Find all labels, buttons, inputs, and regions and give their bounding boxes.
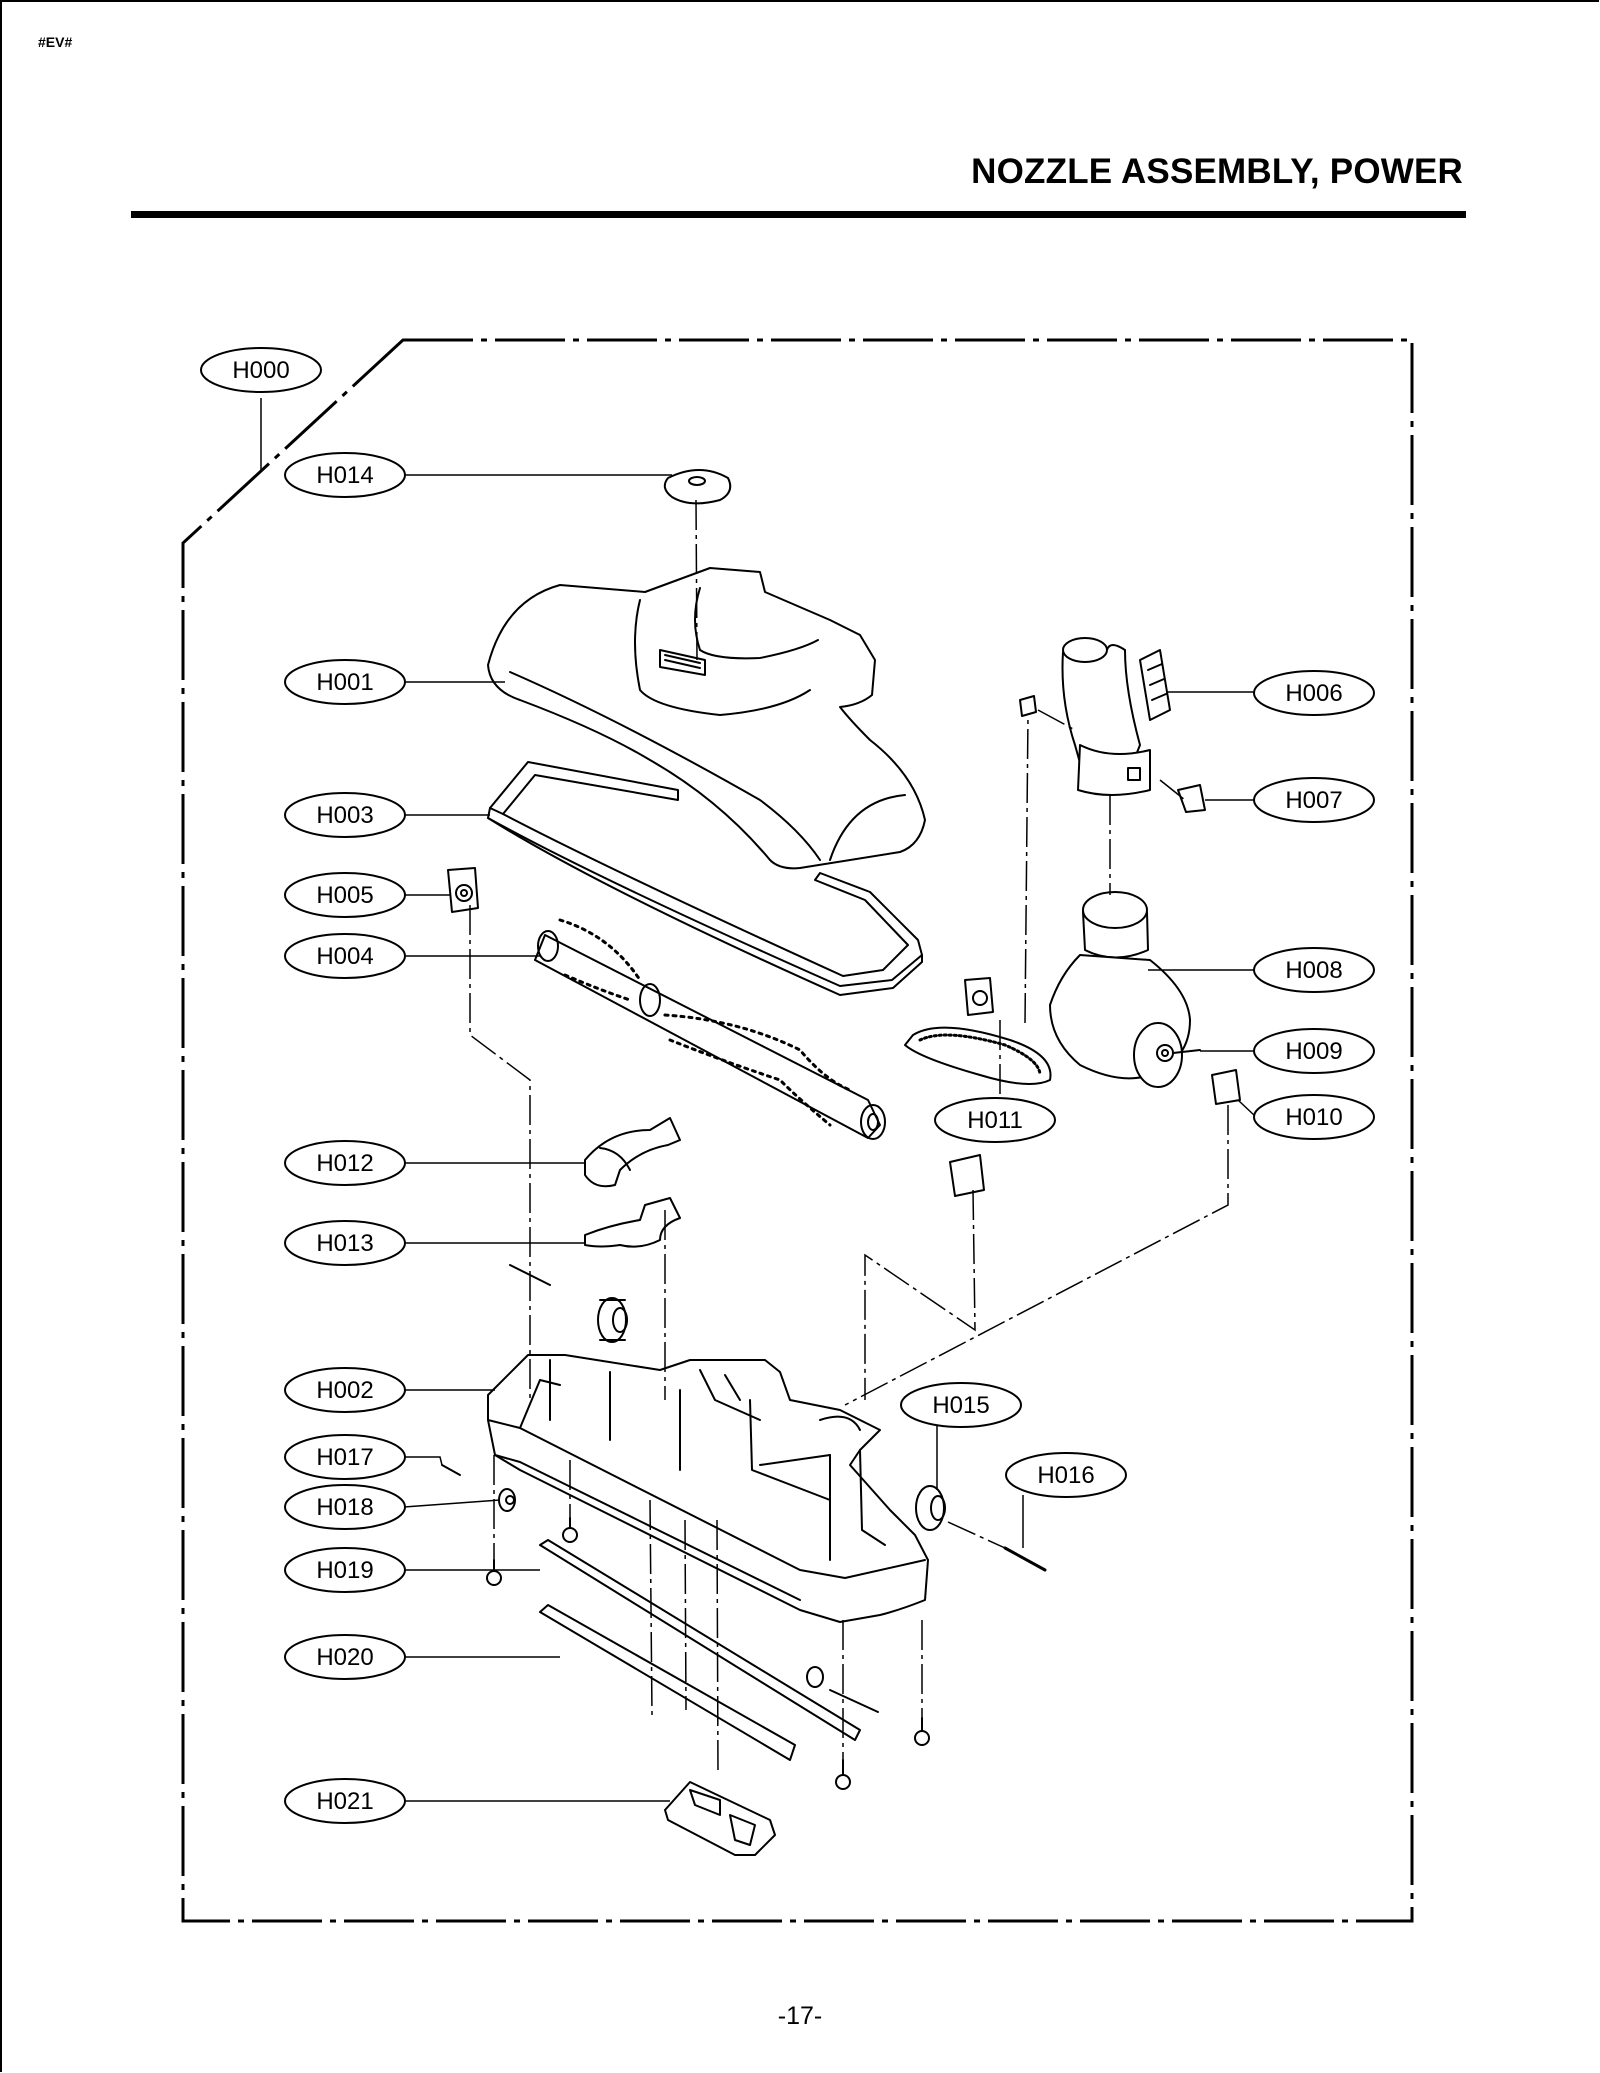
callout-h008: H008 bbox=[1253, 947, 1375, 993]
document-code: #EV# bbox=[38, 34, 73, 50]
assembly-boundary bbox=[181, 338, 1414, 1923]
svg-text:H017: H017 bbox=[316, 1444, 373, 1471]
svg-text:H002: H002 bbox=[316, 1377, 373, 1404]
svg-text:H020: H020 bbox=[316, 1644, 373, 1671]
svg-text:H018: H018 bbox=[316, 1494, 373, 1521]
title-rule bbox=[131, 211, 1466, 218]
part-screws bbox=[486, 1517, 930, 1790]
svg-text:H011: H011 bbox=[967, 1107, 1023, 1134]
page-number: -17- bbox=[777, 2002, 823, 2030]
callout-h000: H000 bbox=[200, 347, 322, 393]
part-h004-agitator bbox=[534, 918, 886, 1140]
svg-text:H013: H013 bbox=[316, 1230, 373, 1257]
callout-h009: H009 bbox=[1253, 1028, 1375, 1074]
svg-text:H004: H004 bbox=[316, 943, 373, 970]
part-h001-upper-cover bbox=[487, 567, 926, 870]
part-h006-swivel-neck bbox=[1019, 637, 1171, 796]
part-h016-pin bbox=[1003, 1546, 1047, 1572]
callout-h004: H004 bbox=[284, 933, 406, 979]
callout-h014: H014 bbox=[284, 452, 406, 498]
svg-text:H000: H000 bbox=[232, 357, 289, 384]
part-h005-holder bbox=[447, 867, 479, 913]
svg-text:H007: H007 bbox=[1285, 787, 1342, 814]
callout-h021: H021 bbox=[284, 1778, 406, 1824]
part-h011-belt bbox=[904, 977, 1052, 1085]
svg-text:H012: H012 bbox=[316, 1150, 373, 1177]
page-title: NOZZLE ASSEMBLY, POWER bbox=[971, 152, 1463, 191]
svg-text:H006: H006 bbox=[1285, 680, 1342, 707]
part-h010-pad bbox=[1211, 1069, 1241, 1105]
part-h020-blade bbox=[539, 1604, 796, 1761]
callout-h013: H013 bbox=[284, 1220, 406, 1266]
callout-h007: H007 bbox=[1253, 777, 1375, 823]
part-h013-cover bbox=[584, 1197, 681, 1248]
svg-text:H010: H010 bbox=[1285, 1104, 1342, 1131]
callout-h001: H001 bbox=[284, 659, 406, 705]
svg-text:H003: H003 bbox=[316, 802, 373, 829]
callout-h005: H005 bbox=[284, 872, 406, 918]
part-h002-base bbox=[487, 1354, 929, 1623]
part-h007-clip bbox=[1177, 784, 1206, 813]
part-h003-gasket bbox=[487, 761, 923, 996]
callout-h011: H011 bbox=[934, 1097, 1056, 1143]
svg-text:H014: H014 bbox=[316, 462, 373, 489]
svg-text:H016: H016 bbox=[1037, 1462, 1094, 1489]
part-end-cap bbox=[949, 1154, 985, 1197]
part-h017-pin bbox=[441, 1464, 461, 1476]
part-h012-cover bbox=[584, 1117, 681, 1188]
part-h021-plate bbox=[664, 1781, 776, 1856]
svg-text:H005: H005 bbox=[316, 882, 373, 909]
callout-h012: H012 bbox=[284, 1140, 406, 1186]
callout-h003: H003 bbox=[284, 792, 406, 838]
callout-h006: H006 bbox=[1253, 670, 1375, 716]
callout-h010: H010 bbox=[1253, 1094, 1375, 1140]
callout-h019: H019 bbox=[284, 1547, 406, 1593]
callout-h020: H020 bbox=[284, 1634, 406, 1680]
callout-h016: H016 bbox=[1005, 1452, 1127, 1498]
part-h008-joint bbox=[1049, 891, 1201, 1088]
callout-h015: H015 bbox=[900, 1382, 1022, 1428]
svg-text:H009: H009 bbox=[1285, 1038, 1342, 1065]
part-pin-wheel bbox=[509, 1264, 628, 1343]
part-h019-strip bbox=[539, 1539, 879, 1741]
svg-text:H015: H015 bbox=[932, 1392, 989, 1419]
svg-text:H021: H021 bbox=[316, 1788, 373, 1815]
callout-h018: H018 bbox=[284, 1484, 406, 1530]
part-h018-wheel bbox=[498, 1488, 516, 1512]
callout-h017: H017 bbox=[284, 1434, 406, 1480]
svg-text:H019: H019 bbox=[316, 1557, 373, 1584]
svg-text:H001: H001 bbox=[316, 669, 373, 696]
svg-text:H008: H008 bbox=[1285, 957, 1342, 984]
part-h014-button bbox=[663, 469, 732, 505]
part-h015-wheel bbox=[915, 1485, 946, 1531]
callout-h002: H002 bbox=[284, 1367, 406, 1413]
